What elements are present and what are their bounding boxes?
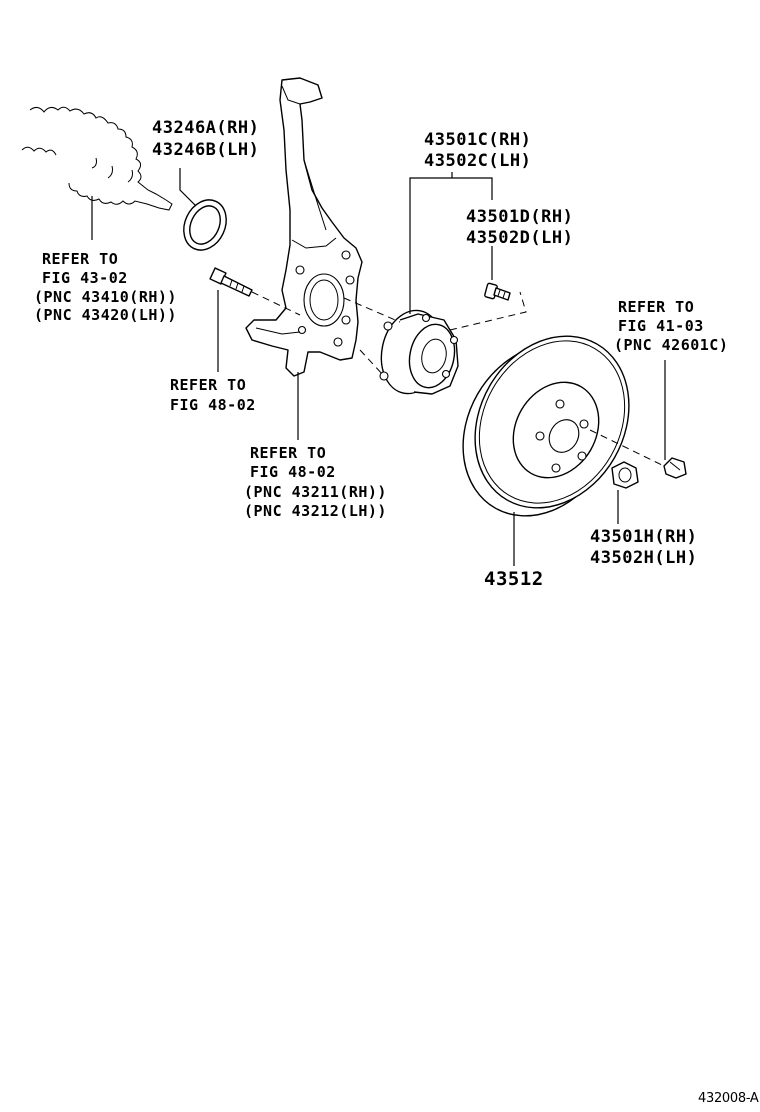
knuckle-ref-line-1: REFER TO [250,444,326,462]
driveshaft-ref-line-3: (PNC 43410(RH)) [34,288,177,306]
caliper-ref-line-2: FIG 41-03 [618,317,704,335]
brake-disc-rotor [462,335,630,517]
hub-rh-label: 43501C(RH) [424,130,531,150]
knuckle-bolt [209,267,253,297]
knuckle-ref-line-3: (PNC 43211(RH)) [244,483,387,501]
hub-bearing-assembly [379,309,459,395]
nut-rh-label: 43501H(RH) [590,527,697,547]
driveshaft-ref-line-1: REFER TO [42,250,118,268]
knuckle-ref-line-2: FIG 48-02 [250,463,336,481]
hub-bolt-lh-label: 43502D(LH) [466,228,573,248]
bolt-ref-line-2: FIG 48-02 [170,396,256,414]
driveshaft-ref-line-4: (PNC 43420(LH)) [34,306,177,324]
hub-bolt [484,282,511,301]
bolt-ref-line-1: REFER TO [170,376,246,394]
steering-knuckle [245,77,363,377]
leader-lines [91,168,666,566]
driveshaft-ref-line-2: FIG 43-02 [42,269,128,287]
hub-bolt-rh-label: 43501D(RH) [466,207,573,227]
caliper-ref-line-3: (PNC 42601C) [614,336,728,354]
caliper-ref-line-1: REFER TO [618,298,694,316]
disc-label: 43512 [484,568,544,590]
assembly-centerlines [251,291,665,467]
drive-shaft-illustration [21,106,173,211]
hub-lh-label: 43502C(LH) [424,151,531,171]
nut-lh-label: 43502H(LH) [590,548,697,568]
knuckle-ref-line-4: (PNC 43212(LH)) [244,502,387,520]
seal-lh-label: 43246B(LH) [152,140,259,160]
oil-seal-ring [183,199,227,251]
illustration-code: 432008-A [698,1091,759,1106]
seal-rh-label: 43246A(RH) [152,118,259,138]
wheel-hub-nut [611,461,639,489]
caliper-bolt [663,457,687,479]
